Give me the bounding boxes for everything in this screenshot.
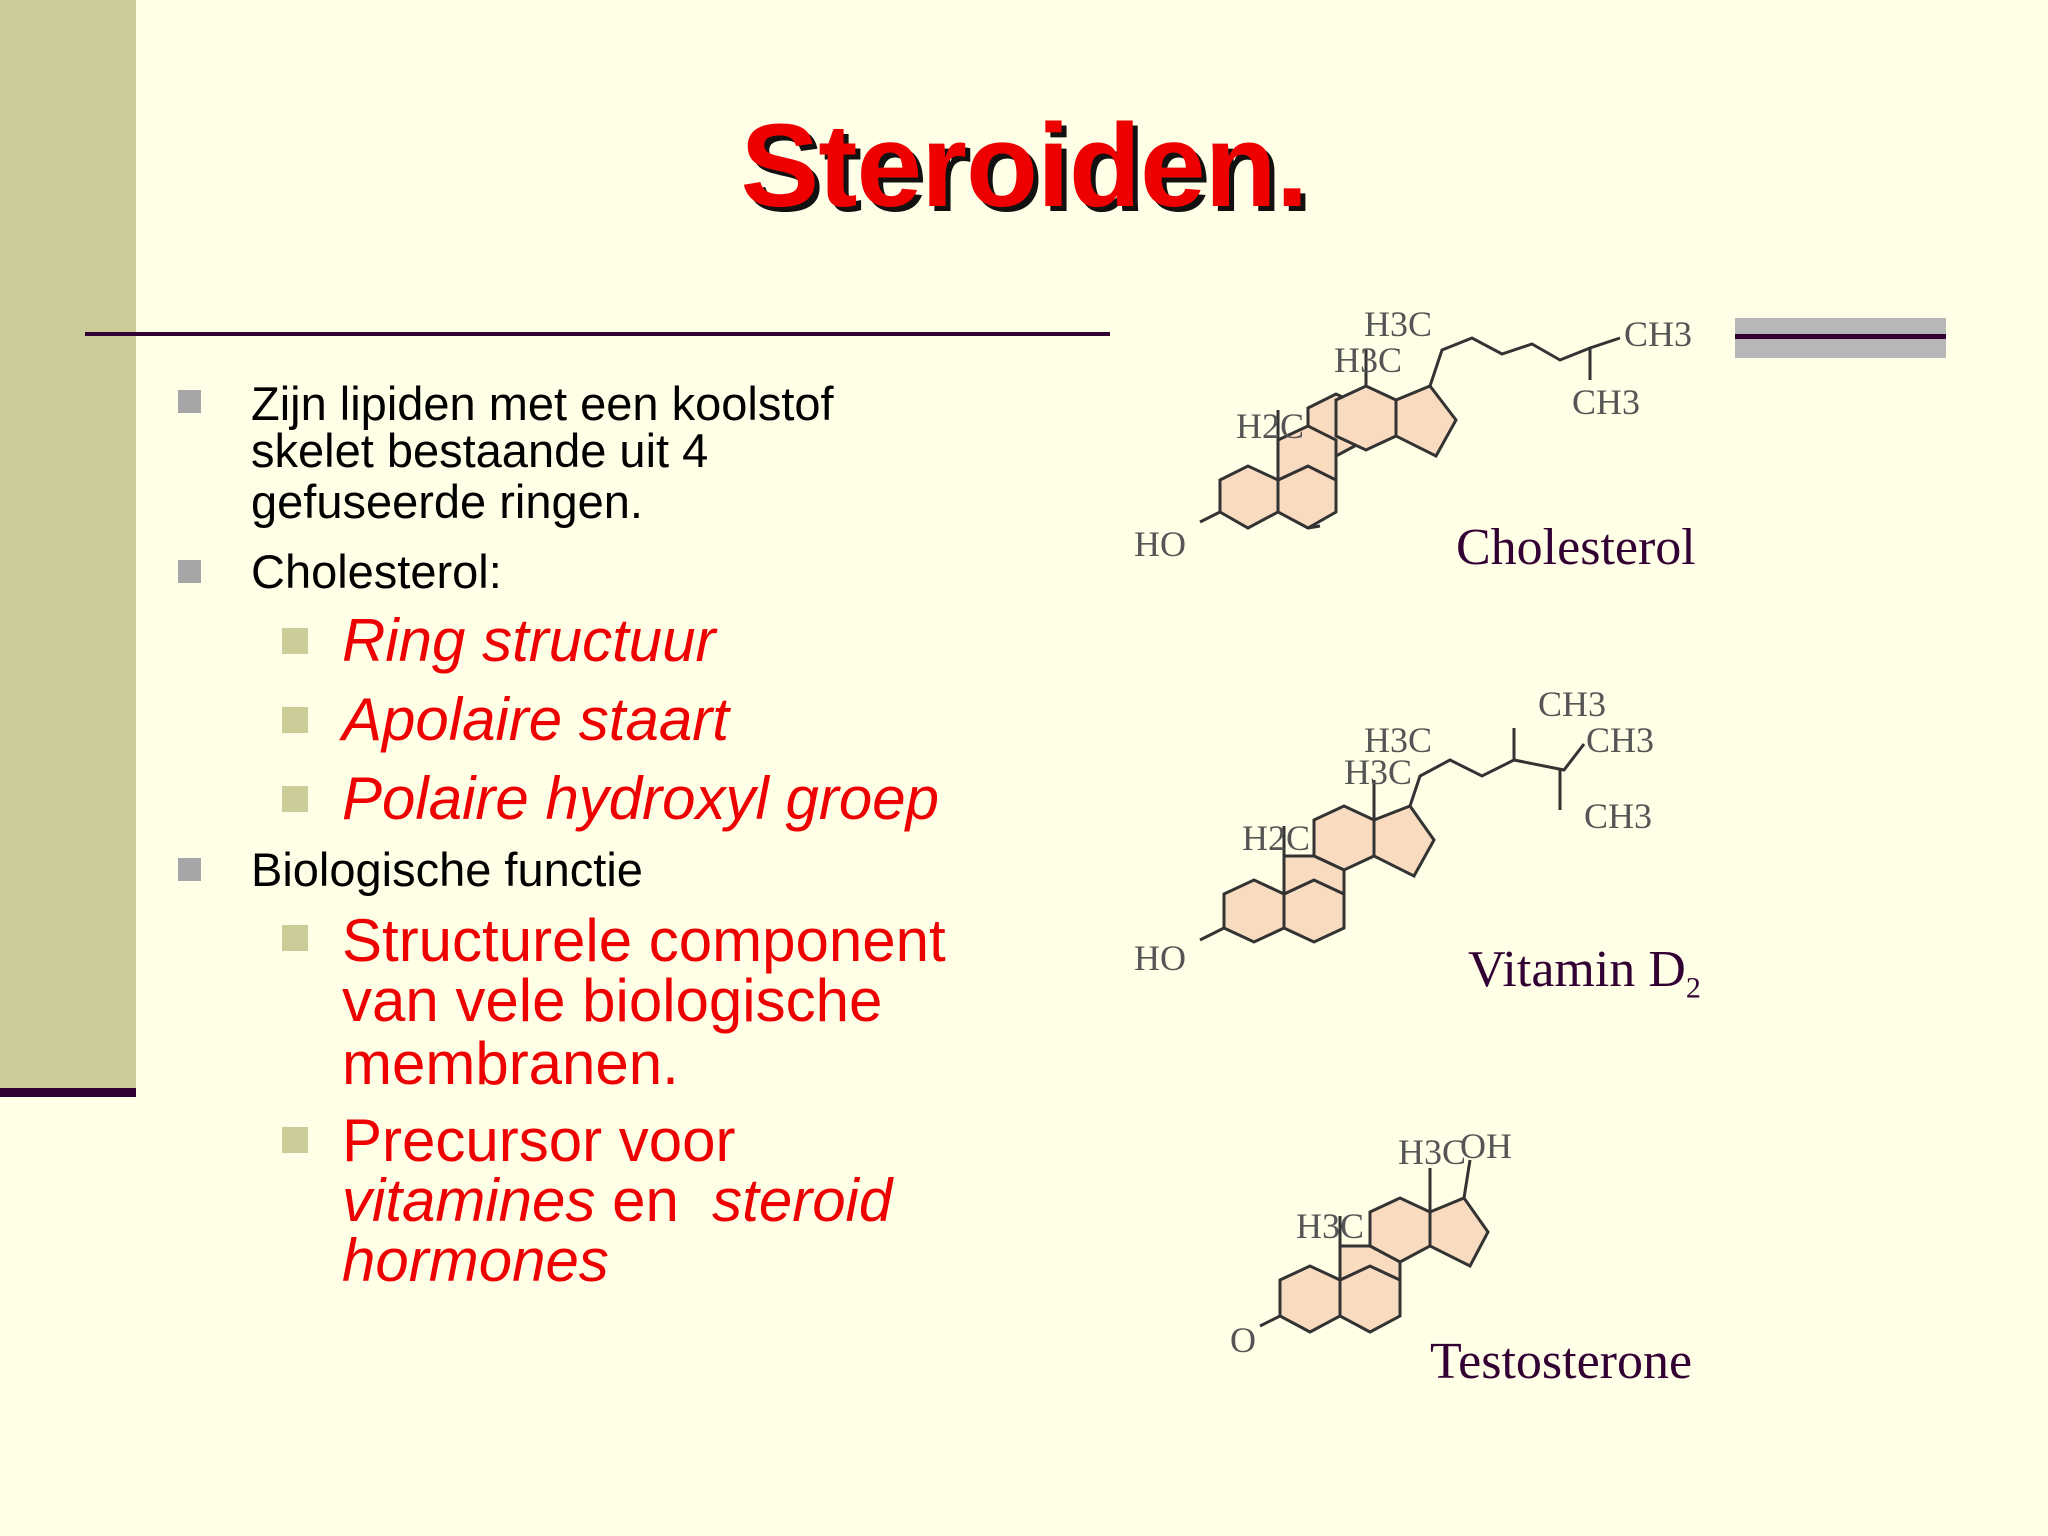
bullet-text-lipids-3: gefuseerde ringen. bbox=[251, 475, 643, 528]
atom-label: H3C bbox=[1364, 304, 1432, 344]
bullet-text-biological-function: Biologische functie bbox=[251, 843, 643, 896]
sub-bullet-precursor-1: Precursor voor bbox=[342, 1107, 736, 1174]
sub-bullet-marker bbox=[282, 925, 308, 951]
sub-bullet-ring-structure: Ring structuur bbox=[342, 607, 716, 674]
bullet-text-lipids-2: skelet bestaande uit 4 bbox=[251, 424, 709, 477]
ring-a bbox=[1278, 1264, 1342, 1334]
sub-bullet-marker bbox=[282, 786, 308, 812]
sub-bullet-precursor-2: vitamines en steroid bbox=[342, 1170, 892, 1232]
atom-label: HO bbox=[1134, 524, 1186, 564]
sub-bullet-marker bbox=[282, 1127, 308, 1153]
vitamin-d2-structure: CH3 H3C H3C CH3 CH3 H2C HO bbox=[1134, 684, 1654, 978]
testosterone-structure: H3C OH H3C O bbox=[1230, 1126, 1512, 1360]
vitamin-d2-label-text: Vitamin D bbox=[1468, 941, 1686, 998]
atom-label: HO bbox=[1134, 938, 1186, 978]
atom-label: H3C bbox=[1364, 720, 1432, 760]
ring-a bbox=[1222, 878, 1286, 944]
sub-bullet-marker bbox=[282, 628, 308, 654]
atom-label: O bbox=[1230, 1320, 1256, 1360]
ring-a bbox=[1218, 464, 1280, 530]
vitamin-d2-label-subscript: 2 bbox=[1685, 971, 1701, 1005]
ring-c bbox=[1334, 384, 1398, 452]
title-divider-right bbox=[1735, 334, 1946, 339]
bullet-marker bbox=[178, 858, 201, 881]
atom-label: CH3 bbox=[1624, 314, 1692, 354]
bullet-text-lipids-1: Zijn lipiden met een koolstof bbox=[251, 377, 834, 430]
sub-bullet-structural-2: van vele biologische bbox=[342, 967, 883, 1034]
sub-bullet-structural-1: Structurele component bbox=[342, 907, 946, 974]
title-divider-left bbox=[85, 332, 1110, 336]
atom-label: CH3 bbox=[1584, 796, 1652, 836]
cholesterol-label: Cholesterol bbox=[1456, 519, 1696, 576]
ring-d bbox=[1394, 384, 1458, 458]
sidebar-band-underline bbox=[0, 1088, 136, 1097]
vitamin-d2-label: Vitamin D2 bbox=[1468, 940, 1701, 1005]
bullet-marker bbox=[178, 390, 201, 413]
atom-label: H3C bbox=[1334, 340, 1402, 380]
en-word: en bbox=[595, 1167, 713, 1234]
atom-label: CH3 bbox=[1572, 382, 1640, 422]
steroid-word: steroid bbox=[712, 1167, 893, 1234]
testosterone-label: Testosterone bbox=[1430, 1333, 1693, 1390]
sub-bullet-polar-hydroxyl: Polaire hydroxyl groep bbox=[342, 765, 939, 832]
atom-label: H3C bbox=[1398, 1132, 1466, 1172]
atom-label: H3C bbox=[1296, 1206, 1364, 1246]
cholesterol-structure: H3C H3C CH3 CH3 H2C HO bbox=[1134, 304, 1692, 564]
sub-bullet-marker bbox=[282, 707, 308, 733]
atom-label: CH3 bbox=[1538, 684, 1606, 724]
sub-bullet-precursor-3: hormones bbox=[342, 1227, 609, 1294]
atom-label: CH3 bbox=[1586, 720, 1654, 760]
sidebar-band bbox=[0, 0, 136, 1088]
atom-label: H3C bbox=[1344, 752, 1412, 792]
bullet-text-cholesterol: Cholesterol: bbox=[251, 545, 502, 598]
sub-bullet-structural-3: membranen. bbox=[342, 1030, 679, 1097]
atom-label: H2C bbox=[1236, 406, 1304, 446]
sub-bullet-apolar-tail: Apolaire staart bbox=[342, 686, 729, 753]
bullet-marker bbox=[178, 560, 201, 583]
atom-label: H2C bbox=[1242, 818, 1310, 858]
slide-title: Steroiden. bbox=[740, 100, 1309, 232]
vitamines-word: vitamines bbox=[342, 1167, 596, 1234]
ring-d bbox=[1428, 1196, 1490, 1268]
ring-d bbox=[1372, 804, 1436, 878]
atom-label: OH bbox=[1460, 1126, 1512, 1166]
